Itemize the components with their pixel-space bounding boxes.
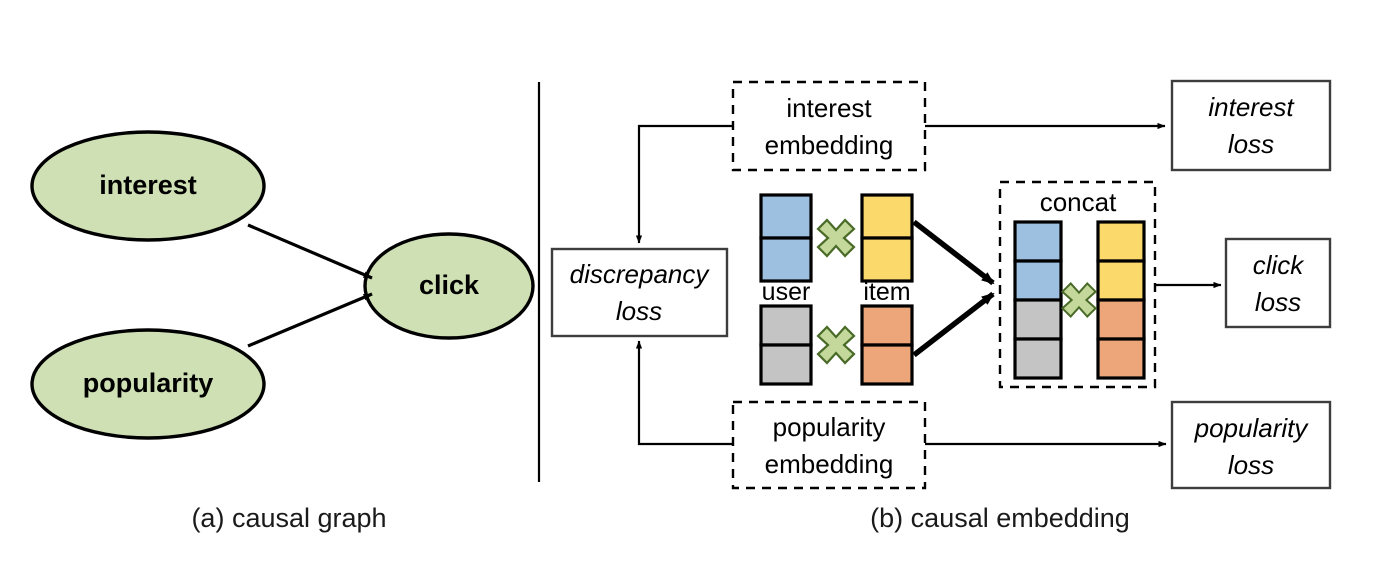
operator-interest-product-icon xyxy=(816,218,856,258)
node-interest-label: interest xyxy=(99,170,197,200)
box-interest-embedding-line2: embedding xyxy=(765,130,894,160)
cell-interest-user-0 xyxy=(759,193,813,240)
node-popularity-label: popularity xyxy=(83,368,214,398)
box-interest-loss-line2: loss xyxy=(1228,129,1274,159)
box-discrepancy-loss xyxy=(550,247,729,338)
box-popularity-loss xyxy=(1170,400,1332,490)
cell-concat-item-2 xyxy=(1096,298,1146,341)
cell-interest-item-1 xyxy=(860,236,914,283)
cell-popularity-user-1 xyxy=(759,343,813,386)
label-user: user xyxy=(762,278,811,306)
box-interest-loss-line1: interest xyxy=(1208,92,1295,122)
box-click-loss xyxy=(1224,237,1332,329)
connector-popularity-pair-to-concat xyxy=(912,291,995,358)
edge-interest-to-click xyxy=(247,223,373,280)
box-popularity-embedding xyxy=(731,400,927,490)
label-item: item xyxy=(863,278,910,306)
box-interest-embedding-line1: interest xyxy=(786,93,872,123)
cell-interest-item-0 xyxy=(860,193,914,240)
operator-concat-product-icon xyxy=(1060,281,1098,319)
box-concat-label: concat xyxy=(1040,187,1117,217)
box-interest-loss xyxy=(1170,79,1332,172)
connector-interest-embedding-to-discrepancy xyxy=(635,124,733,244)
box-click-loss-line1: click xyxy=(1253,250,1306,280)
cell-concat-user-1 xyxy=(1013,259,1063,302)
box-popularity-embedding-line2: embedding xyxy=(765,449,894,479)
cell-concat-item-1 xyxy=(1096,259,1146,302)
box-popularity-loss-line1: popularity xyxy=(1194,413,1310,443)
operator-popularity-product-icon xyxy=(816,325,856,365)
box-click-loss-line2: loss xyxy=(1255,287,1301,317)
box-popularity-embedding-line1: popularity xyxy=(773,412,886,442)
box-interest-embedding xyxy=(731,80,927,172)
cell-popularity-item-0 xyxy=(860,304,914,347)
box-discrepancy-loss-line2: loss xyxy=(616,296,662,326)
node-popularity xyxy=(30,328,266,440)
connector-interest-pair-to-concat xyxy=(912,219,995,286)
box-discrepancy-loss-line1: discrepancy xyxy=(570,259,711,289)
cell-concat-item-0 xyxy=(1096,220,1146,263)
cell-popularity-user-0 xyxy=(759,304,813,347)
node-click-label: click xyxy=(419,270,480,300)
edge-popularity-to-click xyxy=(247,292,373,348)
box-popularity-loss-line2: loss xyxy=(1228,450,1274,480)
cell-popularity-item-1 xyxy=(860,343,914,386)
cell-concat-user-3 xyxy=(1013,337,1063,380)
node-click xyxy=(363,232,535,340)
caption-panel-b: (b) causal embedding xyxy=(870,503,1130,533)
cell-concat-user-2 xyxy=(1013,298,1063,341)
cell-concat-user-0 xyxy=(1013,220,1063,263)
connector-popularity-embedding-to-discrepancy xyxy=(635,340,733,446)
caption-panel-a: (a) causal graph xyxy=(191,503,386,533)
cell-concat-item-3 xyxy=(1096,337,1146,380)
cell-interest-user-1 xyxy=(759,236,813,283)
node-interest xyxy=(30,130,266,242)
